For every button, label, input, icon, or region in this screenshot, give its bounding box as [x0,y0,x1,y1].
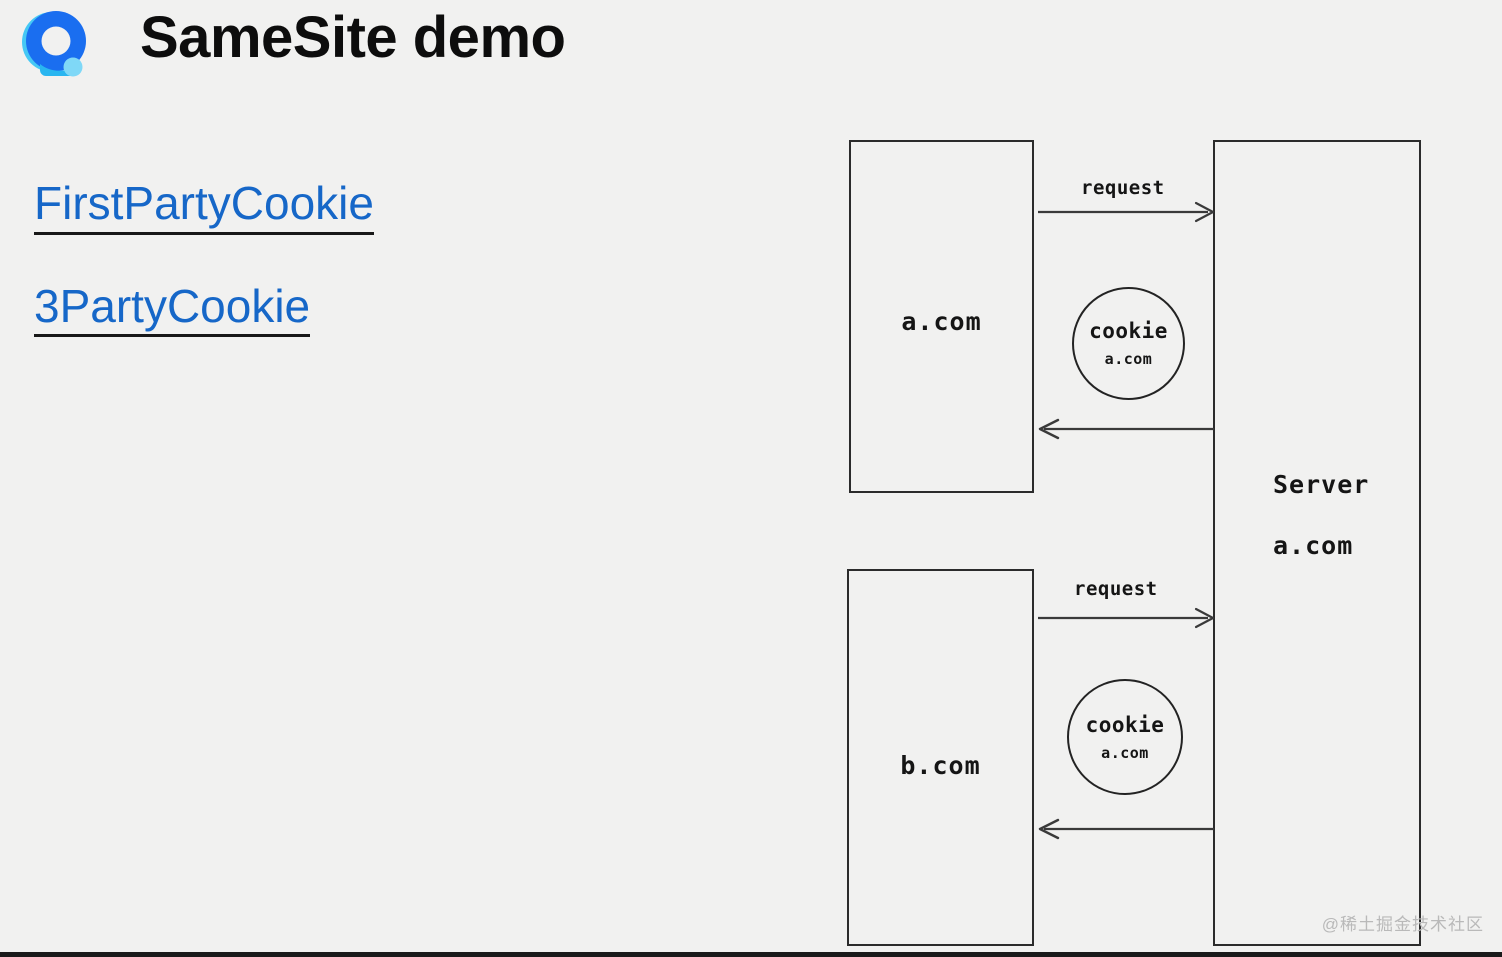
request-label-first-party: request [1081,177,1165,199]
browser-ring-logo-icon [18,8,90,80]
client-box-b-com: b.com [847,569,1034,946]
cookie-circle-domain: a.com [1104,350,1153,368]
server-box-domain: a.com [1273,531,1354,560]
client-box-b-com-label: b.com [900,751,981,780]
client-box-a-com: a.com [849,140,1034,493]
watermark: @稀土掘金技术社区 [1321,915,1484,934]
link-third-party-cookie[interactable]: 3PartyCookie [34,280,311,338]
link-first-party-cookie[interactable]: FirstPartyCookie [34,177,374,235]
page-header: SameSite demo [0,0,1502,96]
cookie-circle-domain: a.com [1101,743,1149,762]
cookie-circle-title: cookie [1089,319,1168,343]
page-title: SameSite demo [140,5,566,70]
request-arrow-third-party [1038,607,1215,629]
request-label-third-party: request [1074,578,1158,600]
bottom-divider [0,952,1502,957]
server-box-title: Server [1273,470,1370,499]
cookie-circle-first-party: cookie a.com [1072,287,1185,400]
demo-link-list: FirstPartyCookie 3PartyCookie [34,177,374,383]
cookie-circle-third-party: cookie a.com [1067,679,1183,795]
request-arrow-first-party [1038,201,1215,223]
response-arrow-first-party [1038,418,1214,440]
cookie-circle-title: cookie [1085,712,1165,737]
response-arrow-third-party [1038,818,1214,840]
server-box: Server a.com [1213,140,1421,946]
client-box-a-com-label: a.com [901,307,982,336]
